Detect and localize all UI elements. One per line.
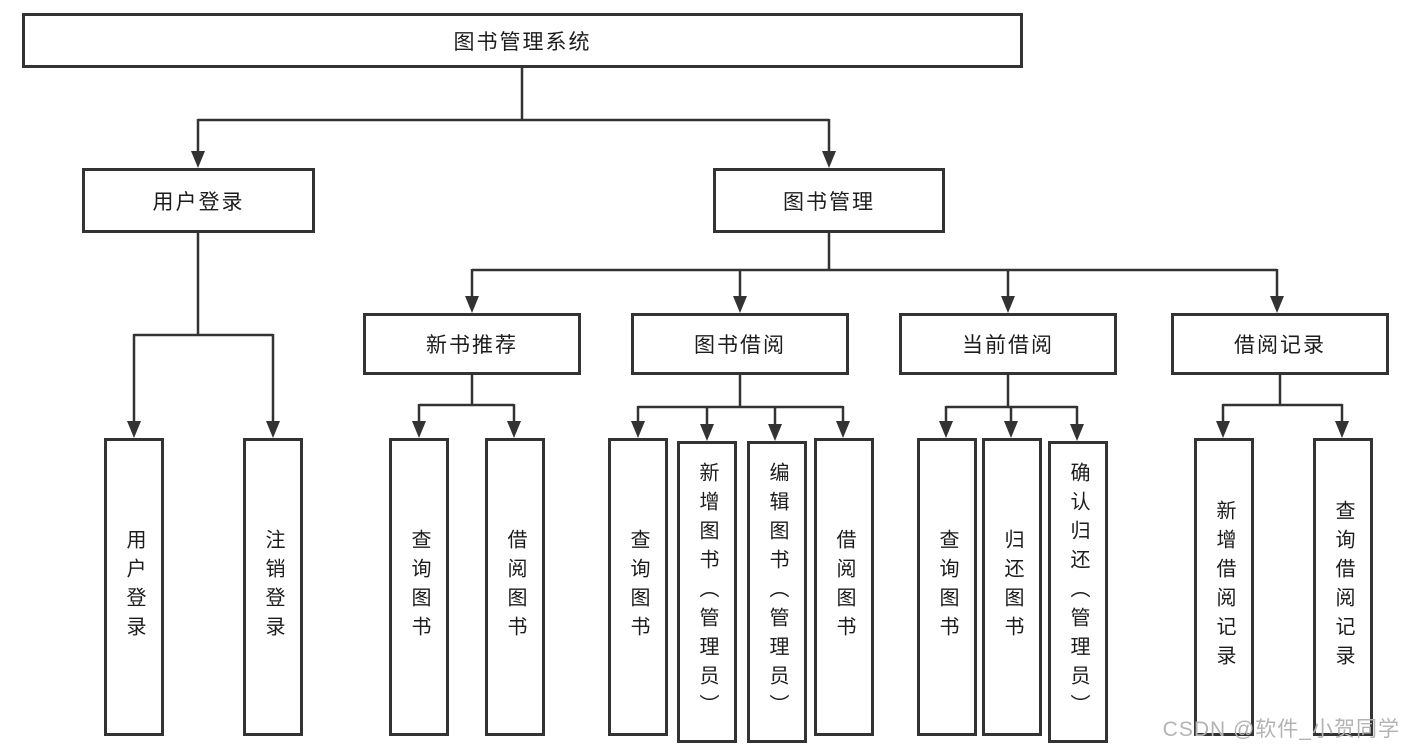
- node-current-borrowing: 当前借阅: [899, 313, 1117, 375]
- node-borrowing-records: 借阅记录: [1171, 313, 1389, 375]
- leaf-edit-book-admin: 编辑图书（管理员）: [747, 441, 807, 743]
- node-new-book-recommend: 新书推荐: [363, 313, 581, 375]
- leaf-add-book-admin: 新增图书（管理员）: [677, 441, 737, 743]
- leaf-borrow-books-recommend: 借阅图书: [485, 438, 545, 736]
- node-book-management: 图书管理: [713, 168, 945, 233]
- node-book-borrowing: 图书借阅: [631, 313, 849, 375]
- leaf-confirm-return-admin: 确认归还（管理员）: [1048, 441, 1108, 743]
- leaf-return-books: 归还图书: [982, 438, 1042, 736]
- leaf-query-books-current: 查询图书: [917, 438, 977, 736]
- leaf-query-books-borrowing: 查询图书: [608, 438, 668, 736]
- leaf-user-login: 用户登录: [104, 438, 164, 736]
- leaf-query-books-recommend: 查询图书: [389, 438, 449, 736]
- leaf-borrow-books-borrowing: 借阅图书: [814, 438, 874, 736]
- leaf-logout: 注销登录: [243, 438, 303, 736]
- leaf-query-borrow-record: 查询借阅记录: [1313, 438, 1373, 736]
- node-root: 图书管理系统: [22, 13, 1023, 68]
- watermark-text: CSDN @软件_小贺同学: [1162, 718, 1400, 741]
- arrowheads: [127, 151, 1349, 441]
- node-user-login: 用户登录: [82, 168, 315, 233]
- leaf-add-borrow-record: 新增借阅记录: [1194, 438, 1254, 736]
